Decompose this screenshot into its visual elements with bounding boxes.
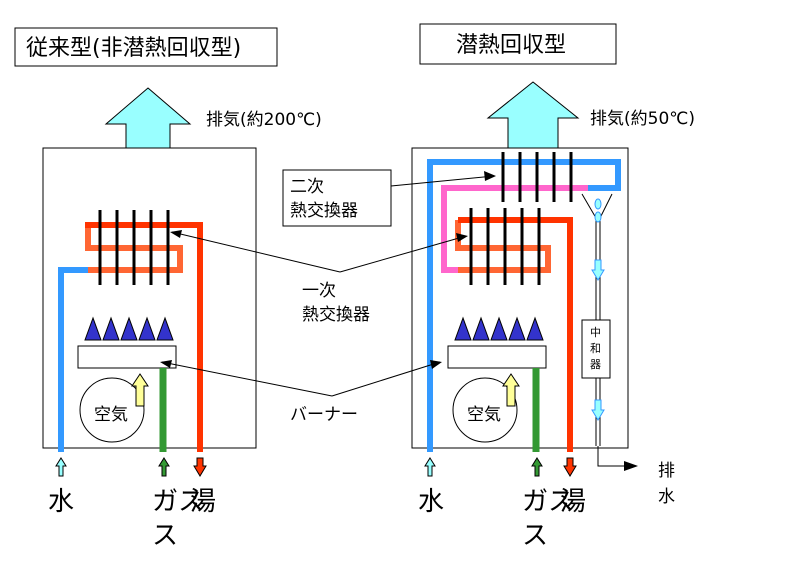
secondary-hx-label-2: 熱交換器 (290, 201, 358, 221)
burner-leader-right-arrow-icon (430, 360, 442, 369)
burner-label: バーナー (290, 405, 358, 425)
neutralizer-box (581, 319, 611, 379)
condensate-arrow-icon (591, 399, 605, 421)
latent-hot-water-outlet-arrow-icon (563, 457, 577, 477)
hot-water-outlet-arrow-icon (193, 457, 207, 477)
latent-gas-label: ガス (522, 487, 574, 517)
primary-hx-leader-left (171, 231, 341, 273)
secondary-hx-label-1: 二次 (290, 177, 324, 197)
latent-title: 潜熱回収型 (456, 33, 566, 58)
latent-primary-hx-fins (469, 208, 541, 285)
air-arrow-icon (131, 373, 149, 407)
latent-water-pipe (427, 159, 621, 452)
conventional-hot-water-label: 湯 (190, 487, 216, 517)
gas-inlet-arrow-icon (158, 457, 170, 477)
secondary-hx-label-box (282, 169, 392, 227)
burner (77, 345, 177, 369)
drain-label-1: 排 (658, 461, 675, 481)
latent-primary-hx-coil-upper (458, 217, 573, 452)
primary-hx-fins (98, 210, 170, 285)
conventional-air-label: 空気 (94, 405, 128, 425)
water-inlet-arrow-icon (55, 457, 67, 477)
latent-heat-heater: 潜熱回収型 排気(約50℃) (411, 23, 695, 551)
conventional-water-label: 水 (48, 487, 74, 517)
neutralizer-label-2: 和 (590, 342, 601, 355)
drain-arrow-icon (624, 461, 638, 471)
primary-hx-label-2: 熱交換器 (302, 305, 370, 325)
callouts: 二次 熱交換器 一次 熱交換器 バーナー (160, 169, 496, 425)
latent-hot-water-label: 湯 (560, 487, 586, 517)
conventional-housing (42, 147, 257, 449)
drain-label-2: 水 (658, 487, 675, 507)
neutralizer-label-1: 中 (590, 326, 601, 339)
neutralizer-label-3: 器 (590, 358, 601, 371)
latent-title-box (419, 23, 617, 65)
latent-water-inlet-arrow-icon (424, 457, 436, 477)
conventional-gas-label-2: ス (152, 521, 178, 551)
latent-exhaust-label: 排気(約50℃) (590, 109, 695, 129)
conventional-exhaust-label: 排気(約200℃) (206, 110, 322, 130)
latent-air-arrow-icon (502, 373, 520, 407)
latent-air-label: 空気 (467, 405, 501, 425)
latent-exhaust-arrow-icon (486, 81, 580, 149)
primary-hx-leader-left-arrow-icon (170, 230, 182, 238)
primary-hx-coil-upper (85, 222, 203, 452)
latent-gas-inlet-arrow-icon (531, 457, 543, 477)
primary-hx-coil-lower (85, 228, 183, 273)
conventional-heater: 従来型(非潜熱回収型) 排気(約200℃) (14, 27, 322, 551)
latent-water-label: 水 (418, 487, 444, 517)
primary-hx-leader-right (339, 235, 467, 273)
drain-outlet-line (597, 446, 628, 467)
conventional-title-box (14, 27, 278, 67)
conventional-title: 従来型(非潜熱回収型) (26, 36, 241, 61)
burner-leader-left-arrow-icon (160, 360, 172, 368)
air-intake-circle (79, 377, 145, 443)
condensate-drop-icon (594, 198, 602, 210)
burner-leader-left (161, 361, 333, 397)
primary-hx-label-1: 一次 (302, 281, 336, 301)
latent-gas-label-2: ス (522, 521, 548, 551)
water-pipe (58, 267, 88, 452)
secondary-hx-fins (501, 152, 573, 202)
primary-hx-leader-right-arrow-icon (456, 233, 468, 242)
burner-leader-right (331, 361, 441, 397)
condensate-arrow-icon (591, 259, 605, 281)
secondary-hx-leader-arrow-icon (484, 171, 496, 181)
secondary-hx-coil (441, 185, 588, 273)
latent-air-intake-circle (452, 377, 518, 443)
condensate-drop-icon (594, 211, 602, 223)
secondary-hx-leader (390, 175, 495, 187)
conventional-gas-label: ガス (152, 487, 204, 517)
latent-burner (447, 345, 547, 369)
